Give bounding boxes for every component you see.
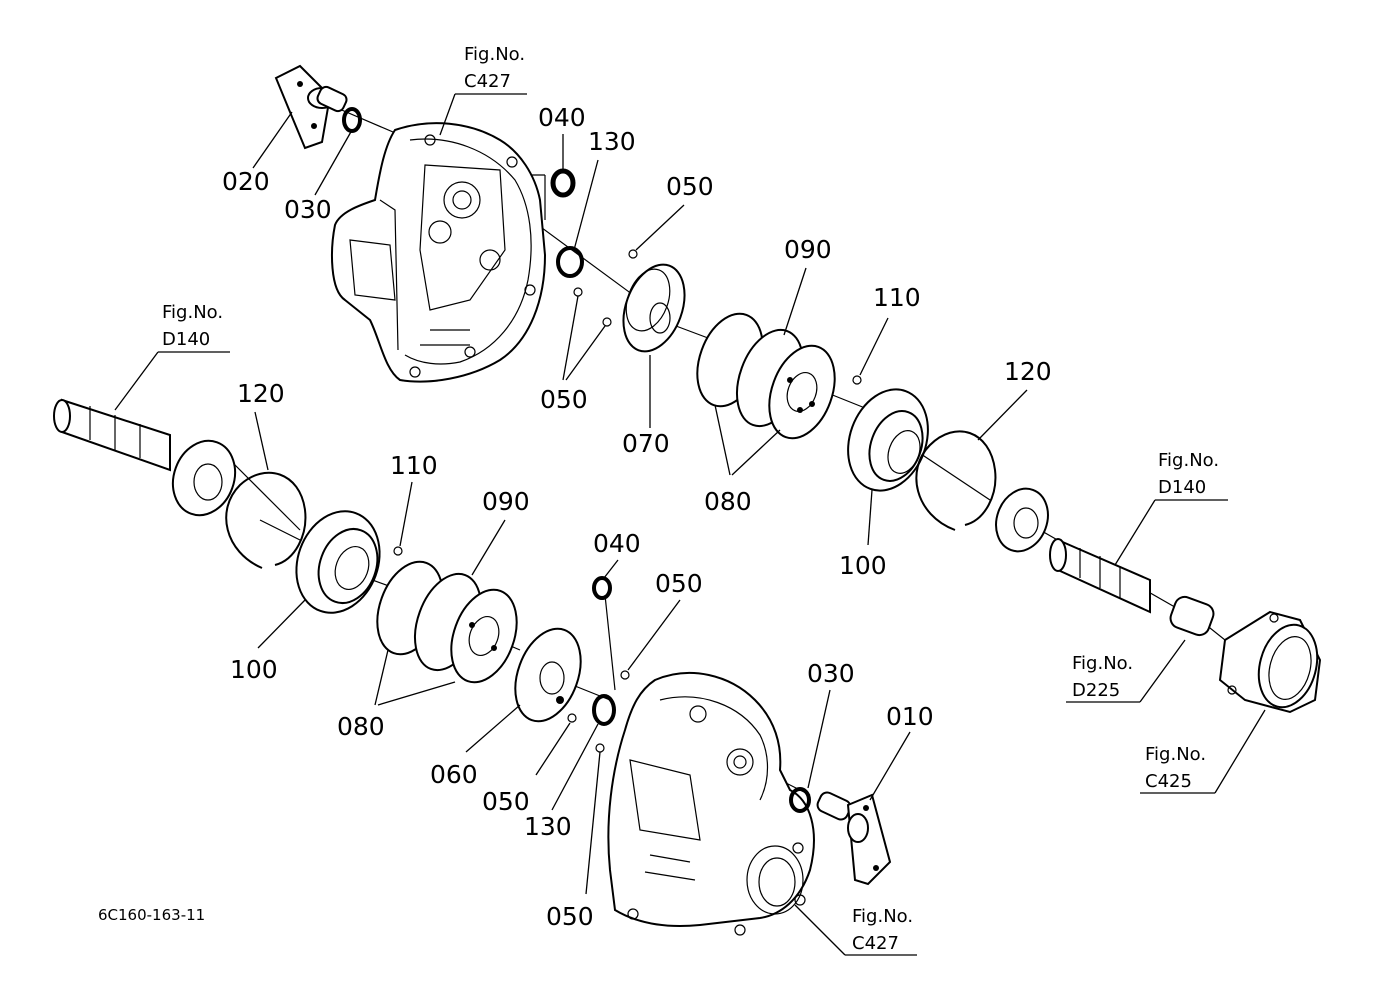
figref-c425-line1: Fig.No. [1145, 744, 1206, 765]
figref-c425-line2: C425 [1145, 771, 1192, 792]
part-040-collar-bot [592, 576, 612, 600]
part-coupling-d225 [1169, 595, 1215, 637]
part-120-snap-ring-right [915, 430, 997, 531]
figref-d140-right-line1: Fig.No. [1158, 450, 1219, 471]
part-080-090-clutch-discs-top [696, 312, 836, 440]
figure-reference-leaders [114, 93, 1266, 956]
label-050-d: 050 [546, 902, 594, 931]
figref-d225-line1: Fig.No. [1072, 653, 1133, 674]
part-100-piston-bot [295, 510, 381, 614]
part-010-pipe-bracket [816, 791, 892, 886]
label-080-top: 080 [704, 487, 752, 516]
part-060-plate [514, 627, 582, 723]
part-case-c425 [1218, 610, 1322, 714]
figref-c427-bot-line2: C427 [852, 933, 899, 954]
figref-d140-right-line2: D140 [1158, 477, 1206, 498]
label-050-a: 050 [666, 172, 714, 201]
figref-d140-left-line2: D140 [162, 329, 210, 350]
part-040-collar-top [550, 168, 576, 198]
label-130-bot: 130 [524, 812, 572, 841]
label-130-top: 130 [588, 127, 636, 156]
label-060: 060 [430, 760, 478, 789]
figure-references: Fig.No. C427 Fig.No. D140 Fig.No. D140 F… [162, 44, 1219, 954]
part-bearing-left [171, 439, 237, 517]
figref-d225-line2: D225 [1072, 680, 1120, 701]
label-120-right: 120 [1004, 357, 1052, 386]
part-120-snap-ring-left [225, 471, 307, 569]
label-050-b: 050 [540, 385, 588, 414]
label-040-bot: 040 [593, 529, 641, 558]
part-housing-bot [607, 672, 815, 936]
leader-lines [252, 111, 1028, 895]
label-040-top: 040 [538, 103, 586, 132]
label-050-e: 050 [655, 569, 703, 598]
label-030-top: 030 [284, 195, 332, 224]
label-110-top: 110 [873, 283, 921, 312]
figref-d140-left-line1: Fig.No. [162, 302, 223, 323]
part-shaft-left [53, 398, 171, 472]
part-050-balls-bot [567, 670, 630, 753]
label-090-bot: 090 [482, 487, 530, 516]
label-080-bot: 080 [337, 712, 385, 741]
part-housing-top [331, 122, 547, 383]
figref-c427-top-line2: C427 [464, 71, 511, 92]
part-130-snap-ring-top [556, 246, 584, 278]
label-050-c: 050 [482, 787, 530, 816]
figref-c427-bot-line1: Fig.No. [852, 906, 913, 927]
part-070-plate [622, 263, 686, 353]
label-120-left: 120 [237, 379, 285, 408]
label-030-bot: 030 [807, 659, 855, 688]
part-030-o-ring-bot [789, 787, 811, 813]
label-010: 010 [886, 702, 934, 731]
drawing-code: 6C160-163-11 [98, 906, 205, 924]
part-020-pipe-bracket [274, 64, 348, 150]
part-030-o-ring-top [342, 107, 362, 133]
label-090-top: 090 [784, 235, 832, 264]
label-020: 020 [222, 167, 270, 196]
part-100-piston-top [847, 388, 929, 492]
part-labels: 020 030 040 130 050 050 070 090 080 110 … [222, 103, 1052, 931]
label-100-top: 100 [839, 551, 887, 580]
part-130-snap-ring-bot [592, 694, 616, 726]
part-080-090-clutch-discs-bot [376, 560, 518, 684]
part-bearing-right [995, 487, 1049, 553]
part-shaft-right [1049, 538, 1151, 614]
figref-c427-top-line1: Fig.No. [464, 44, 525, 65]
label-100-bot: 100 [230, 655, 278, 684]
part-110-ball-bot [393, 546, 403, 556]
part-110-ball-top [852, 375, 862, 385]
label-110-bot: 110 [390, 451, 438, 480]
label-070: 070 [622, 429, 670, 458]
